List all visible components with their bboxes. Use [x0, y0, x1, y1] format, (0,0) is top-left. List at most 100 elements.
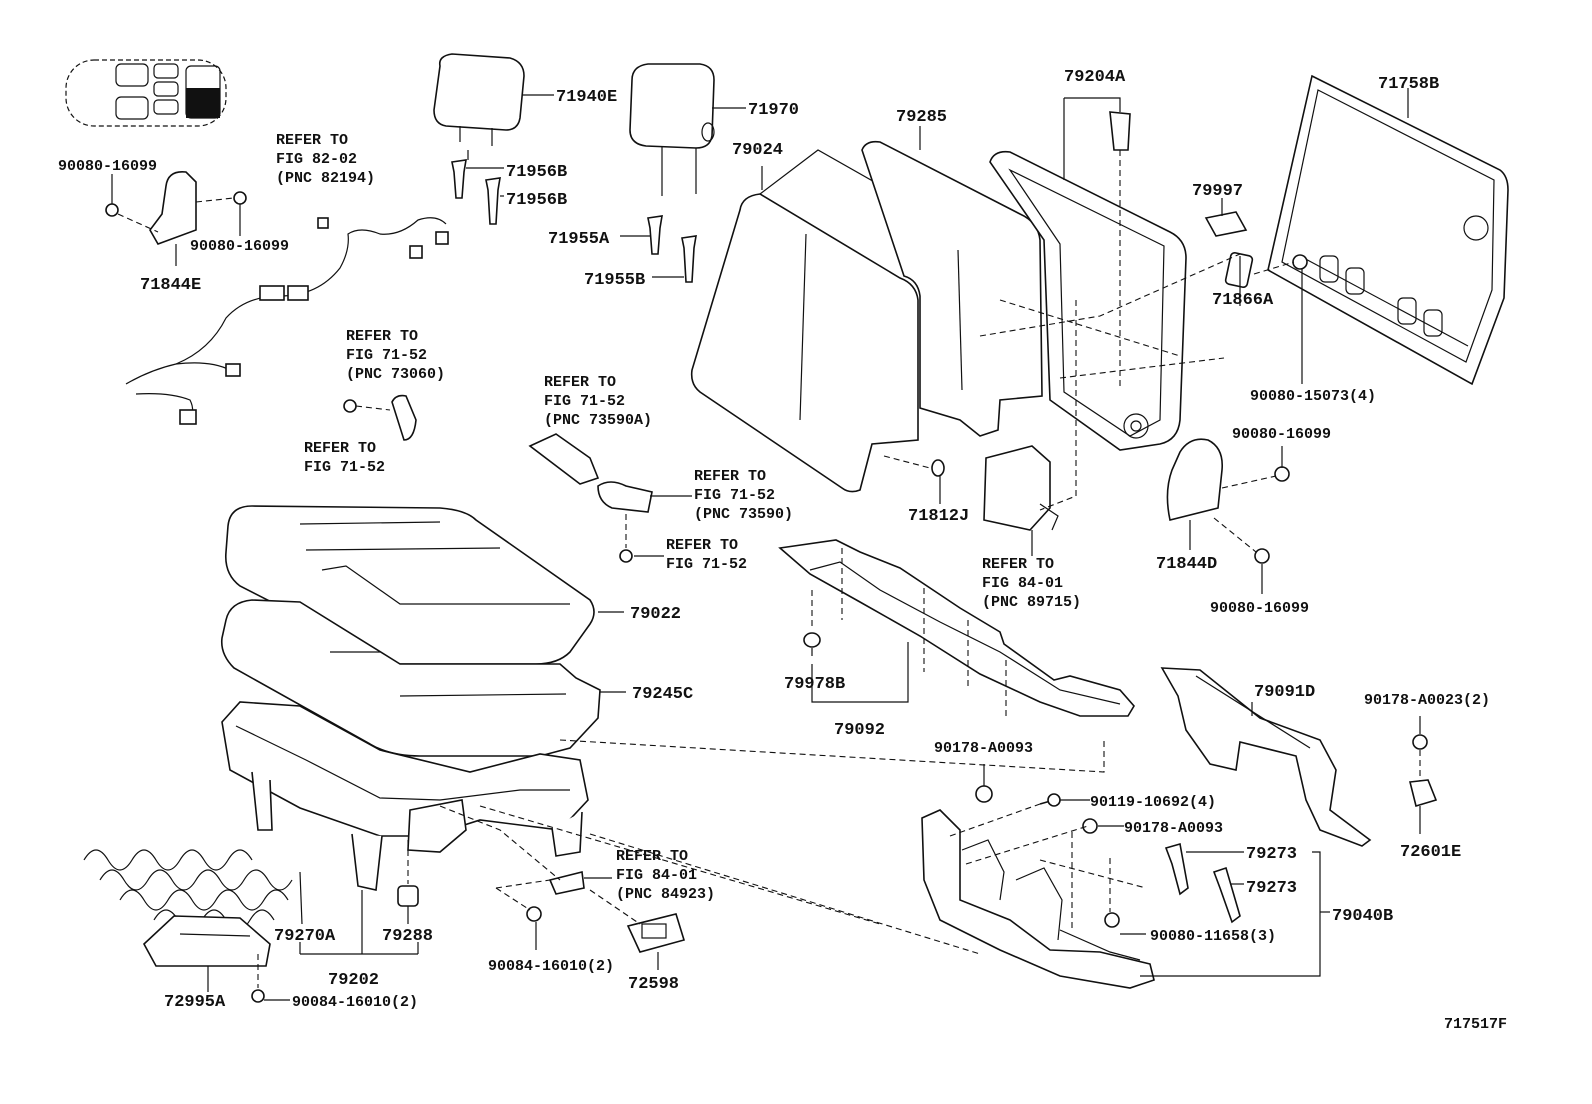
svg-text:(PNC 73060): (PNC 73060) [346, 366, 445, 383]
svg-text:REFER TO: REFER TO [666, 537, 738, 554]
label-72995A: 72995A [164, 993, 226, 1012]
seat-tray-72995A [143, 915, 290, 1003]
refer-note-71-52-a: REFER TO FIG 71-52 [304, 440, 385, 476]
label-79245C: 79245C [632, 685, 693, 704]
refer-notes: REFER TO FIG 82-02 (PNC 82194) REFER TO … [276, 132, 1081, 903]
svg-text:FIG 71-52: FIG 71-52 [544, 393, 625, 410]
label-90080-16099-d: 90080-16099 [1210, 600, 1309, 617]
svg-text:(PNC 89715): (PNC 89715) [982, 594, 1081, 611]
refer-note-89715: REFER TO FIG 84-01 (PNC 89715) [982, 556, 1081, 611]
seatback-board-71758B [1267, 74, 1509, 386]
seatback-cover-79285 [861, 126, 1043, 437]
svg-text:(PNC 82194): (PNC 82194) [276, 170, 375, 187]
refer-note-73590: REFER TO FIG 71-52 (PNC 73590) [694, 468, 793, 523]
bracket-79997 [1204, 198, 1248, 237]
label-79285: 79285 [896, 108, 947, 127]
label-90080-11658: 90080-11658(3) [1150, 928, 1276, 945]
refer-note-71-52-b: REFER TO FIG 71-52 [666, 537, 747, 573]
seatback-frame [989, 97, 1187, 451]
side-airbag-module [883, 445, 1059, 556]
svg-text:REFER TO: REFER TO [346, 328, 418, 345]
label-79270A: 79270A [274, 927, 336, 946]
seat-location-icon [65, 59, 227, 127]
svg-text:REFER TO: REFER TO [544, 374, 616, 391]
figure-code: 717517F [1444, 1016, 1507, 1033]
label-79204A: 79204A [1064, 68, 1126, 87]
label-79040B: 79040B [1332, 907, 1393, 926]
svg-text:REFER TO: REFER TO [276, 132, 348, 149]
label-90080-16099-b: 90080-16099 [190, 238, 289, 255]
headrest-support [451, 159, 697, 283]
label-79202: 79202 [328, 971, 379, 990]
label-79273-a: 79273 [1246, 845, 1297, 864]
label-71955B: 71955B [584, 271, 645, 290]
bumper-79288 [299, 840, 419, 955]
refer-note-73060: REFER TO FIG 71-52 (PNC 73060) [346, 328, 445, 383]
seat-rail-79040B [921, 764, 1330, 989]
svg-text:REFER TO: REFER TO [694, 468, 766, 485]
seat-dashed-links [479, 739, 1105, 955]
part-labels: 71940E 71970 71956B 71956B 71955A 71955B… [58, 68, 1490, 1012]
label-79022: 79022 [630, 605, 681, 624]
svg-text:FIG 84-01: FIG 84-01 [616, 867, 697, 884]
svg-text:FIG 71-52: FIG 71-52 [666, 556, 747, 573]
back-dashed-links [979, 150, 1241, 511]
svg-text:REFER TO: REFER TO [304, 440, 376, 457]
label-71955A: 71955A [548, 230, 610, 249]
svg-text:REFER TO: REFER TO [616, 848, 688, 865]
label-71812J: 71812J [908, 507, 969, 526]
svg-text:(PNC 73590): (PNC 73590) [694, 506, 793, 523]
label-71844E: 71844E [140, 276, 201, 295]
label-79997: 79997 [1192, 182, 1243, 201]
svg-text:FIG 71-52: FIG 71-52 [346, 347, 427, 364]
headrest-71970 [629, 63, 746, 196]
label-90178-A0093-a: 90178-A0093 [934, 740, 1033, 757]
svg-text:FIG 71-52: FIG 71-52 [304, 459, 385, 476]
refer-note-73590A: REFER TO FIG 71-52 (PNC 73590A) [544, 374, 652, 429]
label-79273-b: 79273 [1246, 879, 1297, 898]
label-79978B: 79978B [784, 675, 845, 694]
label-90084-16010-b: 90084-16010(2) [488, 958, 614, 975]
svg-text:FIG 84-01: FIG 84-01 [982, 575, 1063, 592]
label-90119-10692: 90119-10692(4) [1090, 794, 1216, 811]
label-79024: 79024 [732, 141, 783, 160]
label-71866A: 71866A [1212, 291, 1274, 310]
label-90084-16010-a: 90084-16010(2) [292, 994, 418, 1011]
label-71758B: 71758B [1378, 75, 1439, 94]
svg-text:(PNC 73590A): (PNC 73590A) [544, 412, 652, 429]
label-90080-16099-c: 90080-16099 [1232, 426, 1331, 443]
wire-harness [125, 217, 449, 425]
svg-text:FIG 71-52: FIG 71-52 [694, 487, 775, 504]
side-cover-79091D [1160, 667, 1372, 847]
label-72601E: 72601E [1400, 843, 1461, 862]
svg-text:REFER TO: REFER TO [982, 556, 1054, 573]
buckle-sensor-parts [439, 805, 686, 970]
refer-note-84923: REFER TO FIG 84-01 (PNC 84923) [616, 848, 715, 903]
seatbelt-buckle-parts [343, 394, 692, 563]
svg-text:FIG 82-02: FIG 82-02 [276, 151, 357, 168]
label-71970: 71970 [748, 101, 799, 120]
label-90080-15073: 90080-15073(4) [1250, 388, 1376, 405]
label-79091D: 79091D [1254, 683, 1315, 702]
seatback-cushion-79024 [690, 149, 967, 493]
hinge-cover-71844D [1166, 438, 1290, 594]
bracket-71866A [1224, 252, 1308, 384]
label-71940E: 71940E [556, 88, 617, 107]
label-79092: 79092 [834, 721, 885, 740]
headrest-71940E [433, 53, 554, 146]
label-79288: 79288 [382, 927, 433, 946]
refer-note-82194: REFER TO FIG 82-02 (PNC 82194) [276, 132, 375, 187]
label-90178-A0023: 90178-A0023(2) [1364, 692, 1490, 709]
rail-cover-79092 [778, 539, 1135, 717]
svg-text:(PNC 84923): (PNC 84923) [616, 886, 715, 903]
label-71844D: 71844D [1156, 555, 1217, 574]
label-72598: 72598 [628, 975, 679, 994]
hinge-cover-71844E [105, 170, 247, 266]
seat-cushion-cover-79245C [220, 599, 626, 757]
label-71956B: 71956B [506, 163, 567, 182]
label-90178-A0093-b: 90178-A0093 [1124, 820, 1223, 837]
label-71956B-2: 71956B [506, 191, 567, 210]
clip-72601E [1409, 716, 1438, 834]
